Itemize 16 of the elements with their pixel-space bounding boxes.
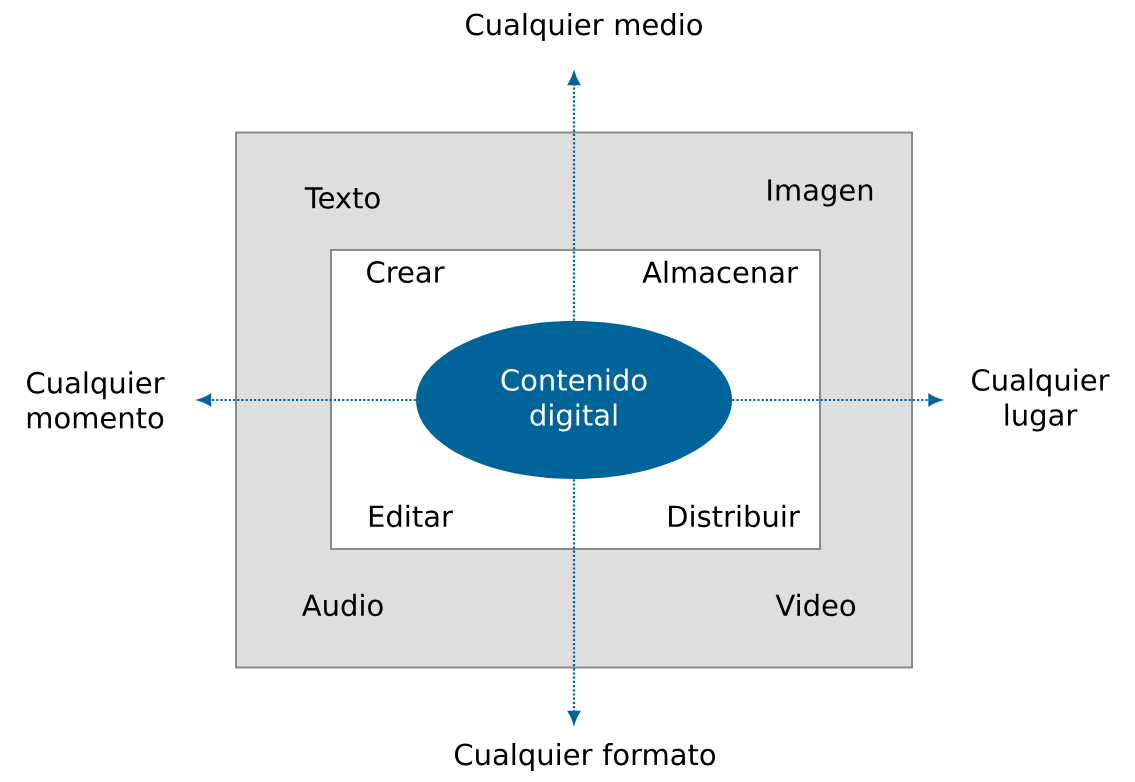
category-label: Texto	[304, 187, 380, 209]
arrow	[732, 393, 942, 407]
direction-label: Cualquier momento	[27, 371, 165, 429]
arrow	[198, 393, 416, 407]
direction-label: Cualquier formato	[455, 743, 716, 772]
category-label: Distribuir	[669, 504, 800, 528]
category-label: Crear	[367, 261, 445, 283]
category-label: Almacenar	[642, 260, 798, 284]
category-label: Video	[775, 593, 856, 617]
category-label: Editar	[369, 504, 453, 528]
direction-label: Cualquier medio	[466, 12, 702, 42]
category-label: Imagen	[768, 179, 873, 207]
direction-label: Cualquier lugar	[972, 368, 1110, 432]
arrow	[568, 72, 581, 321]
category-label: Audio	[302, 593, 383, 617]
arrow	[568, 479, 581, 724]
